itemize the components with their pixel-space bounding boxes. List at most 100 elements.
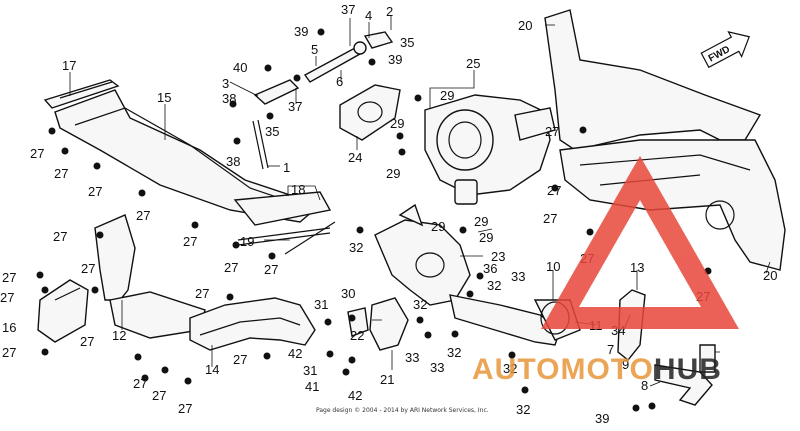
callout-40: 40 — [233, 60, 247, 75]
callout-12: 12 — [112, 328, 126, 343]
callout-27: 27 — [54, 166, 68, 181]
callout-27: 27 — [543, 211, 557, 226]
callout-1: 1 — [283, 160, 290, 175]
watermark-text-hub: HUB — [654, 353, 722, 386]
callout-35: 35 — [265, 124, 279, 139]
callout-38: 38 — [222, 91, 236, 106]
callout-27: 27 — [233, 352, 247, 367]
callout-20-bottom: 20 — [763, 268, 777, 283]
callout-39: 39 — [388, 52, 402, 67]
callout-27: 27 — [88, 184, 102, 199]
part-stud-1 — [252, 119, 269, 170]
callout-2: 2 — [386, 4, 393, 19]
callout-5: 5 — [311, 42, 318, 57]
callout-27: 27 — [152, 388, 166, 403]
callout-32: 32 — [447, 345, 461, 360]
callout-30: 30 — [341, 286, 355, 301]
callout-39: 39 — [294, 24, 308, 39]
callout-27: 27 — [81, 261, 95, 276]
watermark-triangle — [541, 155, 739, 329]
callout-29: 29 — [440, 88, 454, 103]
callout-27: 27 — [178, 401, 192, 416]
callout-32: 32 — [349, 240, 363, 255]
callout-37: 37 — [288, 99, 302, 114]
callout-31: 31 — [303, 363, 317, 378]
callout-39: 39 — [595, 411, 609, 426]
part-exhaust-shield-12 — [94, 214, 206, 339]
callout-27: 27 — [2, 345, 16, 360]
forward-direction-arrow: FWD — [700, 30, 750, 69]
callout-7: 7 — [607, 342, 614, 357]
callout-27: 27 — [136, 208, 150, 223]
callout-14: 14 — [205, 362, 219, 377]
callout-10: 10 — [546, 259, 560, 274]
part-cover-16 — [37, 279, 89, 343]
callout-42: 42 — [288, 346, 302, 361]
callout-42: 42 — [348, 388, 362, 403]
part-panel-20 — [544, 9, 786, 271]
callout-27: 27 — [30, 146, 44, 161]
callout-27: 27 — [195, 286, 209, 301]
callout-labels: 1 2 3 4 5 6 7 8 9 10 11 12 13 14 15 16 1… — [0, 2, 777, 426]
watermark-logo: AUTOMOTOHUB — [472, 155, 739, 386]
callout-29: 29 — [386, 166, 400, 181]
callout-29: 29 — [479, 230, 493, 245]
copyright-text: Page design © 2004 - 2014 by ARI Network… — [316, 407, 489, 414]
part-shaft-5-6 — [303, 31, 394, 83]
callout-8: 8 — [641, 378, 648, 393]
callout-3: 3 — [222, 76, 229, 91]
callout-27: 27 — [183, 234, 197, 249]
part-bracket-17 — [43, 79, 120, 109]
callout-9-left: 9 — [622, 357, 629, 372]
callout-15: 15 — [157, 90, 171, 105]
callout-41: 41 — [305, 379, 319, 394]
watermark-text-auto: AUTO — [472, 353, 560, 386]
callout-27: 27 — [224, 260, 238, 275]
callout-19: 19 — [240, 234, 254, 249]
callout-29: 29 — [431, 219, 445, 234]
callout-27: 27 — [545, 124, 559, 139]
part-bracket-3 — [253, 79, 300, 105]
callout-13: 13 — [630, 260, 644, 275]
callout-32: 32 — [516, 402, 530, 417]
callout-27: 27 — [133, 376, 147, 391]
callout-27: 27 — [2, 270, 16, 285]
callout-24: 24 — [348, 150, 362, 165]
callout-27: 27 — [264, 262, 278, 277]
part-turbocharger-25 — [424, 94, 556, 205]
callout-4: 4 — [365, 8, 372, 23]
callout-25: 25 — [466, 56, 480, 71]
callout-21: 21 — [380, 372, 394, 387]
part-plate-18 — [233, 191, 332, 226]
callout-22: 22 — [350, 328, 364, 343]
part-rod-19 — [237, 221, 336, 255]
callout-36: 36 — [483, 261, 497, 276]
callout-35: 35 — [400, 35, 414, 50]
svg-text:AUTOMOTOHUB: AUTOMOTOHUB — [472, 353, 722, 386]
callout-29: 29 — [390, 116, 404, 131]
callout-6: 6 — [336, 74, 343, 89]
callout-32: 32 — [487, 278, 501, 293]
fasteners — [36, 28, 712, 412]
callout-27: 27 — [547, 183, 561, 198]
callout-27: 27 — [0, 290, 14, 305]
callout-37: 37 — [341, 2, 355, 17]
callout-17: 17 — [62, 58, 76, 73]
part-exhaust-elbow-23 — [374, 203, 471, 306]
callout-32: 32 — [413, 297, 427, 312]
callout-18: 18 — [291, 182, 305, 197]
callout-32: 32 — [503, 361, 517, 376]
callout-29: 29 — [474, 214, 488, 229]
part-gasket-24 — [339, 84, 401, 141]
callout-33: 33 — [511, 269, 525, 284]
callout-27: 27 — [53, 229, 67, 244]
callout-23: 23 — [491, 249, 505, 264]
callout-31: 31 — [314, 297, 328, 312]
callout-33: 33 — [430, 360, 444, 375]
callout-27: 27 — [80, 334, 94, 349]
leader-lines — [69, 16, 771, 387]
callout-33: 33 — [405, 350, 419, 365]
callout-16: 16 — [2, 320, 16, 335]
